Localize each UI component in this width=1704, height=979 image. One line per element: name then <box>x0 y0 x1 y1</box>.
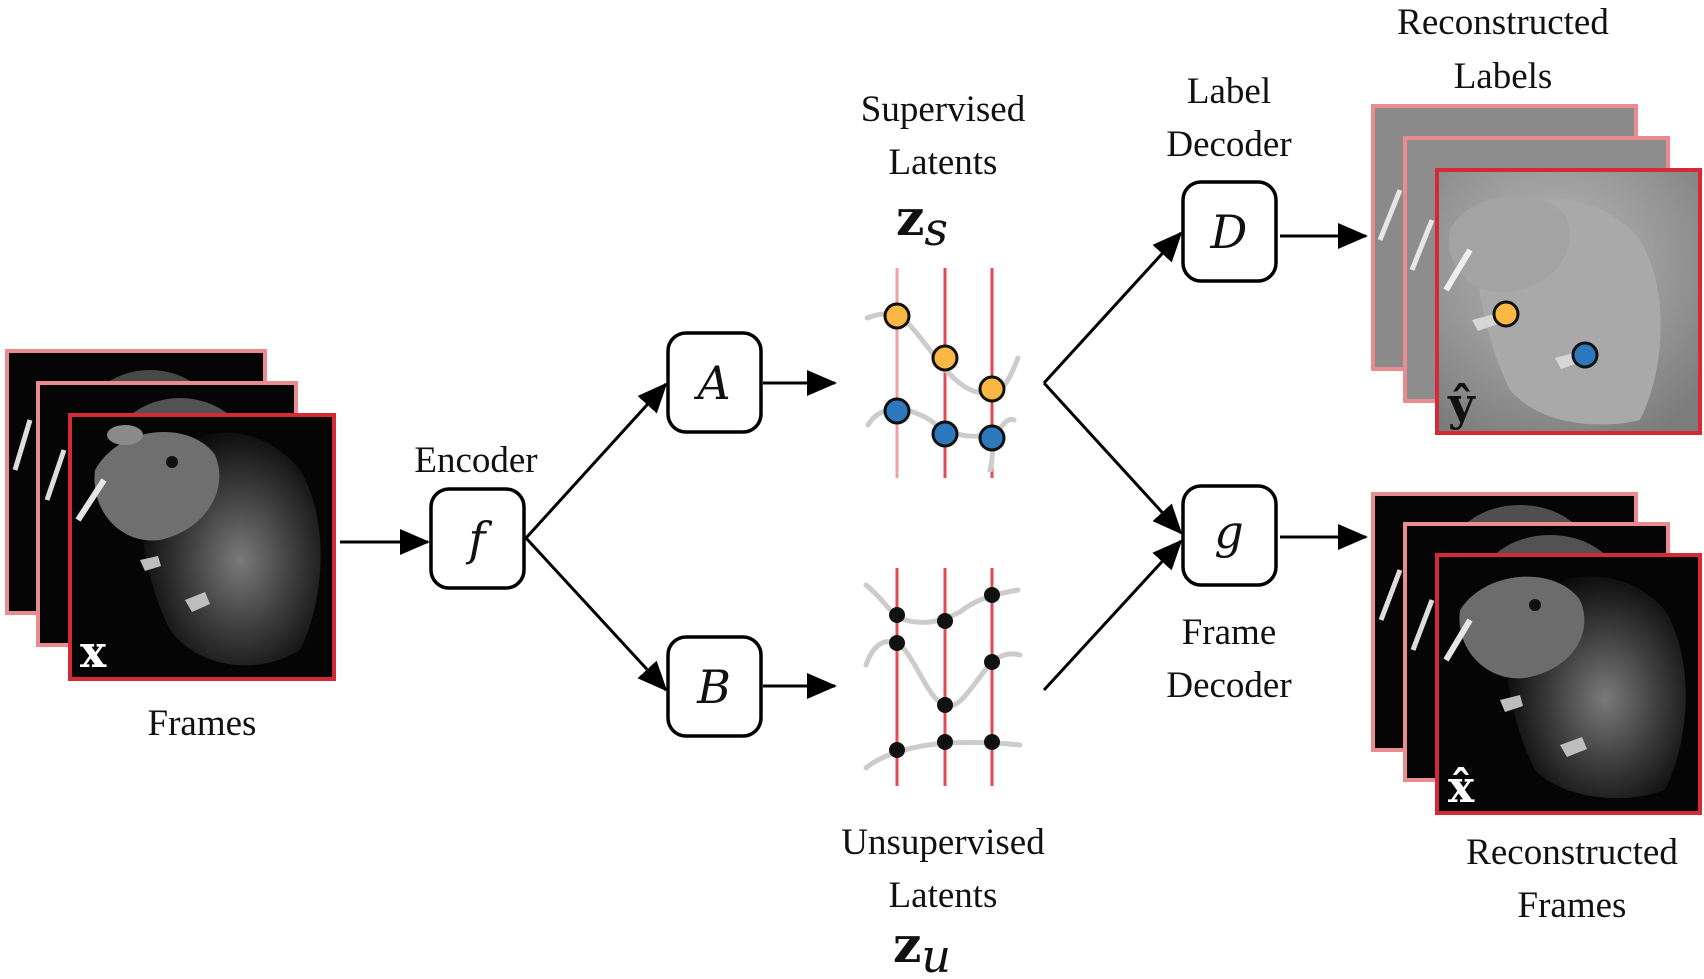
input-frames-stack: x <box>5 349 336 681</box>
supervised-latents-plot <box>864 268 1021 478</box>
frame-decoder-box: g <box>1181 484 1278 587</box>
supervised-dot-blue-2 <box>931 420 959 448</box>
unsupervised-label-line1: Unsupervised <box>841 822 1045 863</box>
frame-decoder-label-line2: Decoder <box>1166 665 1291 706</box>
branch-a-symbol: A <box>693 356 730 410</box>
unsupervised-latents-plot <box>863 568 1023 786</box>
encoder-label: Encoder <box>414 440 537 481</box>
label-decoder-label-line1: Label <box>1187 71 1271 112</box>
recon-frame-front: x̂ <box>1435 553 1702 815</box>
unsupervised-label-line2: Latents <box>889 875 998 916</box>
recon-labels-label-line2: Labels <box>1454 56 1553 97</box>
supervised-dot-orange-2 <box>931 344 959 372</box>
x-hat-symbol: x̂ <box>1448 762 1475 813</box>
unsupervised-dot-2 <box>937 613 953 629</box>
recon-label-dot-orange <box>1492 300 1520 328</box>
branch-a-box: A <box>666 331 763 434</box>
y-hat-symbol: ŷ <box>1447 377 1476 431</box>
unsupervised-dot-9 <box>984 734 1000 750</box>
arrow-supervised-to-label-decoder <box>1042 231 1183 385</box>
supervised-dot-orange-1 <box>883 302 911 330</box>
recon-labels-stack: ŷ <box>1371 104 1702 435</box>
label-decoder-label-line2: Decoder <box>1166 124 1291 165</box>
unsupervised-dot-6 <box>984 654 1000 670</box>
unsupervised-dot-7 <box>889 742 905 758</box>
unsupervised-dot-3 <box>984 587 1000 603</box>
supervised-label-line1: Supervised <box>861 89 1026 130</box>
supervised-dot-orange-3 <box>978 375 1006 403</box>
supervised-dot-blue-3 <box>978 424 1006 452</box>
recon-frames-label-line1: Reconstructed <box>1466 832 1678 873</box>
unsupervised-dot-1 <box>889 607 905 623</box>
recon-label-frame-front: ŷ <box>1435 168 1702 435</box>
recon-label-dot-blue <box>1571 341 1599 369</box>
x-symbol: x <box>80 627 107 678</box>
unsupervised-dot-4 <box>889 635 905 651</box>
recon-labels-label-line1: Reconstructed <box>1397 2 1609 43</box>
arrow-encoder-to-a <box>524 382 668 540</box>
label-decoder-box: D <box>1181 180 1278 283</box>
input-frame-front: x <box>68 413 336 681</box>
recon-frames-stack: x̂ <box>1371 492 1702 815</box>
supervised-dot-blue-1 <box>883 397 911 425</box>
label-decoder-symbol: D <box>1210 205 1248 259</box>
recon-frames-label-line2: Frames <box>1518 885 1627 926</box>
z-u-symbol: zu <box>893 915 951 979</box>
arrow-supervised-to-frame-decoder <box>1042 381 1183 535</box>
frame-decoder-label-line1: Frame <box>1182 612 1277 653</box>
encoder-box: f <box>429 487 526 590</box>
arrow-unsupervised-to-frame-decoder <box>1042 539 1183 692</box>
z-s-symbol: zs <box>896 188 948 256</box>
unsupervised-dot-5 <box>937 697 953 713</box>
supervised-label-line2: Latents <box>889 142 998 183</box>
frame-decoder-symbol: g <box>1214 505 1243 559</box>
branch-b-box: B <box>666 635 763 738</box>
arrow-encoder-to-b <box>524 536 668 692</box>
branch-b-symbol: B <box>696 660 731 714</box>
frames-label: Frames <box>148 703 257 744</box>
unsupervised-dot-8 <box>937 734 953 750</box>
